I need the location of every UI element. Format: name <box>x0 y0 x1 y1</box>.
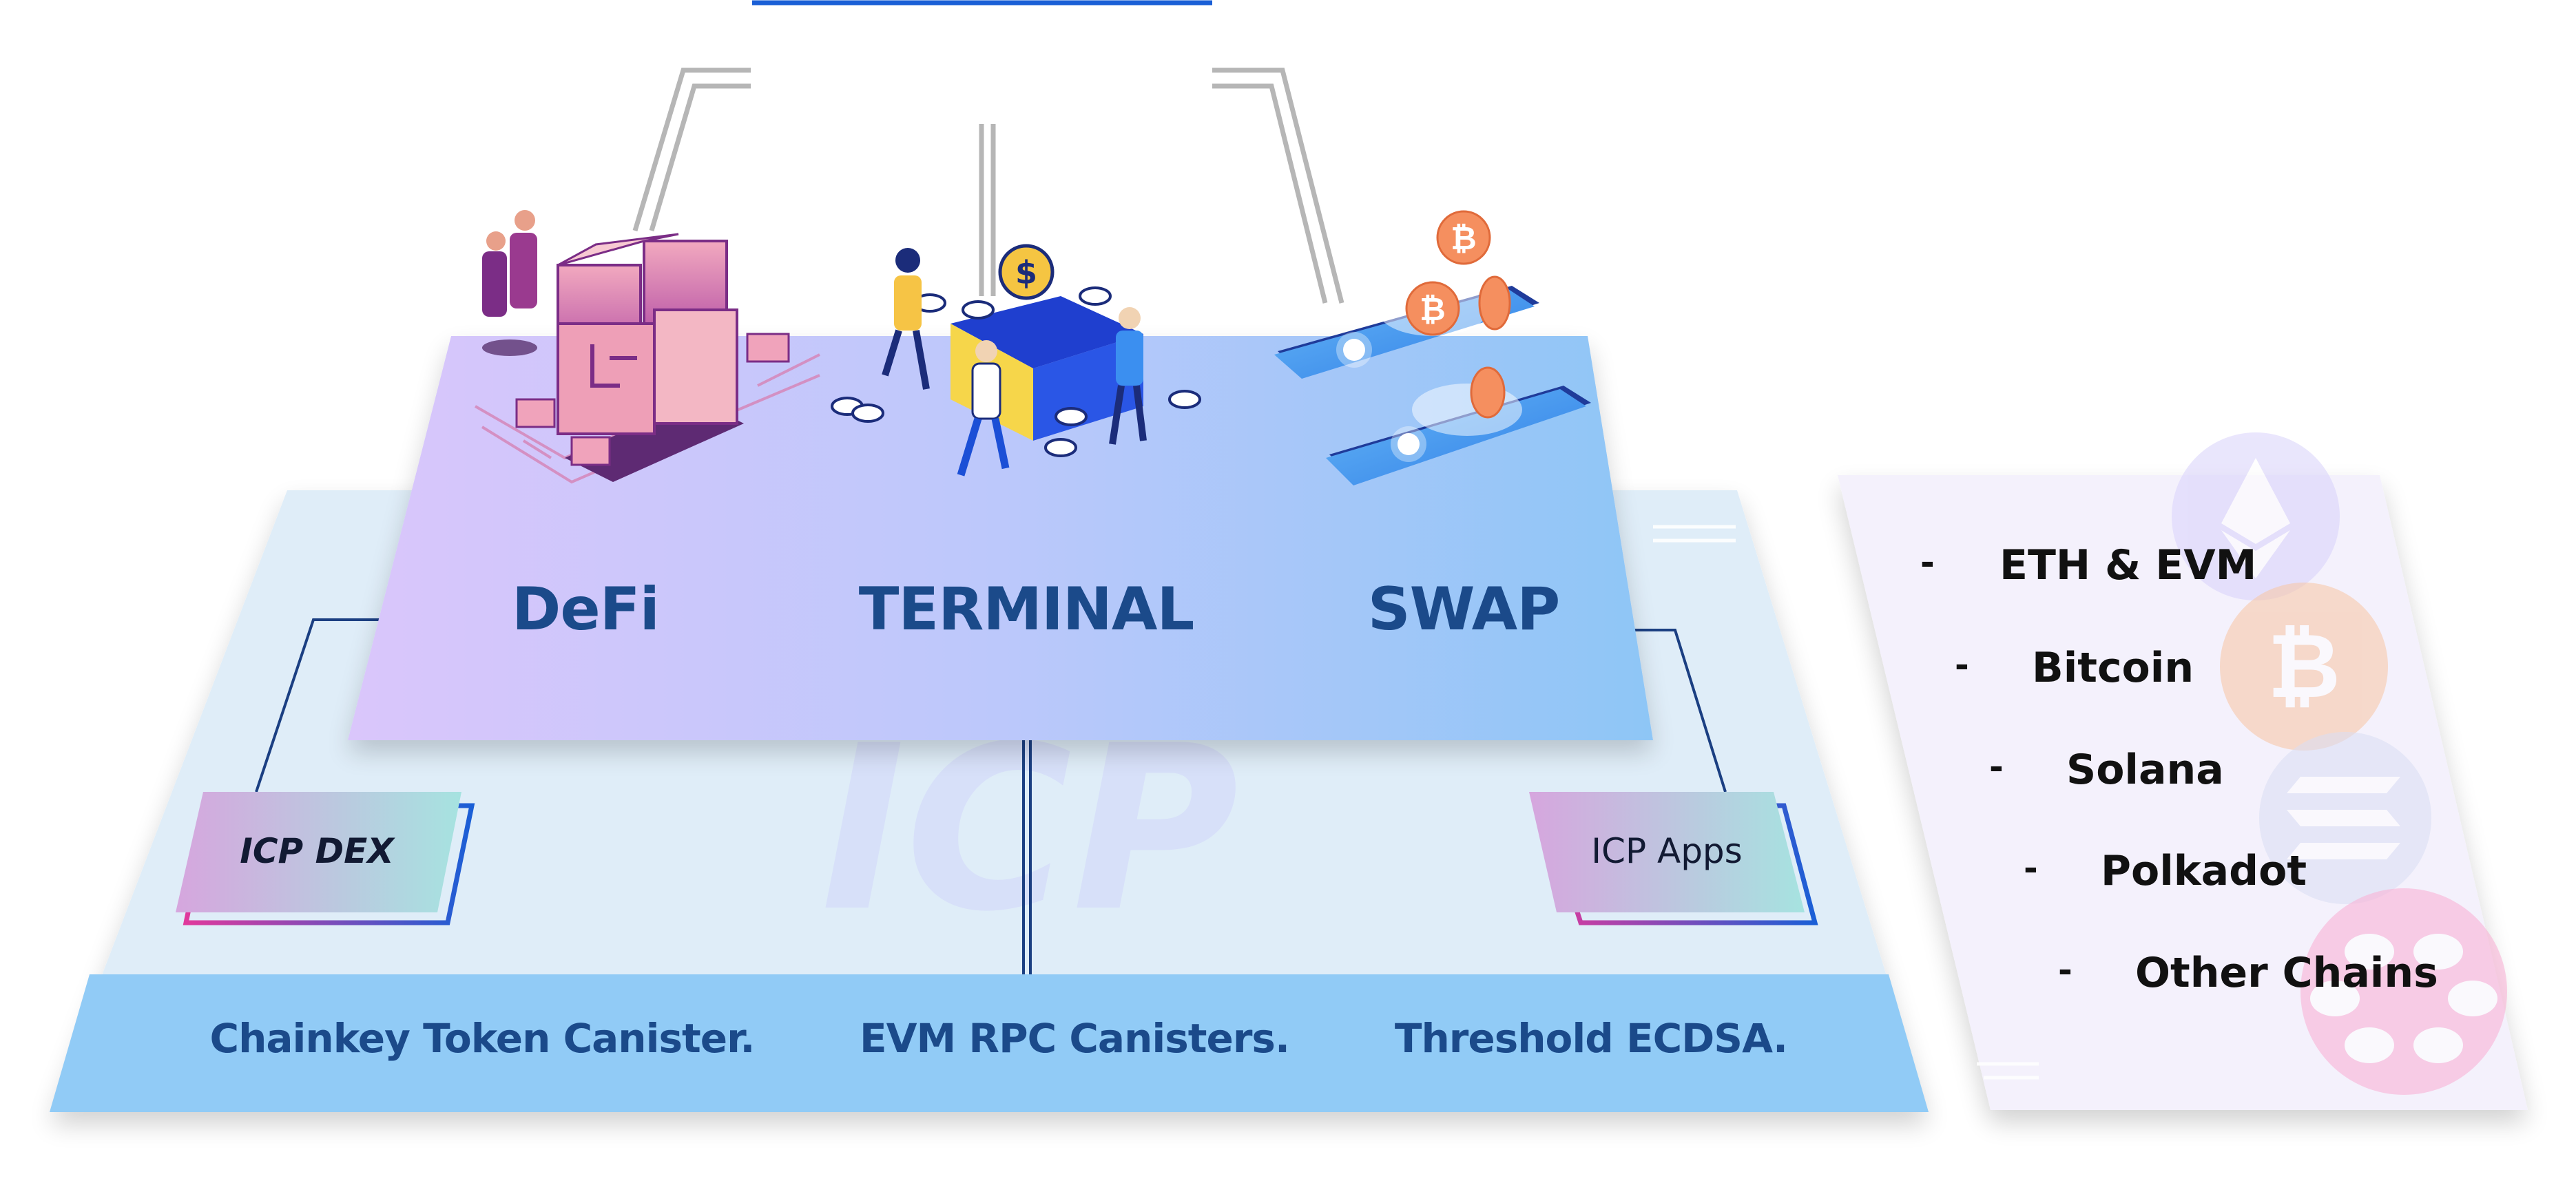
chain-dash: - <box>1955 645 1969 685</box>
polkadot-icon <box>2300 888 2507 1095</box>
pillar-label-terminal: TERMINAL <box>858 575 1195 644</box>
phones-bitcoin-icon: ₿ ₿ <box>1274 210 1591 485</box>
title-connectors <box>632 67 1344 304</box>
icp-apps-label: ICP Apps <box>1591 831 1743 871</box>
icp-dex-box <box>176 792 475 925</box>
chain-item-bitcoin: Bitcoin <box>2032 644 2194 692</box>
base-label-chainkey: Chainkey Token Canister. <box>209 1015 756 1062</box>
ethereum-icon <box>2172 432 2340 600</box>
svg-text:₿: ₿ <box>1451 220 1477 257</box>
chain-item-solana: Solana <box>2066 746 2224 794</box>
pillar-label-swap: SWAP <box>1367 575 1561 644</box>
chain-item-eth-evm: ETH & EVM <box>1999 541 2257 589</box>
chain-dash: - <box>1920 543 1935 583</box>
coins-people-icon: $ <box>831 244 1201 477</box>
chain-item-other-chains: Other Chains <box>2135 949 2438 997</box>
svg-text:₿: ₿ <box>1420 291 1446 328</box>
pillar-label-defi: DeFi <box>512 575 660 644</box>
base-label-evm-rpc: EVM RPC Canisters. <box>860 1015 1290 1062</box>
server-blocks-icon <box>475 210 820 484</box>
title-box <box>749 0 1215 126</box>
base-label-threshold-ecdsa: Threshold ECDSA. <box>1394 1015 1788 1062</box>
chain-dash: - <box>2058 950 2073 990</box>
svg-text:$: $ <box>1015 254 1037 291</box>
solana-icon <box>2259 732 2431 904</box>
chain-dash: - <box>2024 848 2038 888</box>
chain-dash: - <box>1989 747 2004 787</box>
side-connectors <box>255 618 1727 793</box>
svg-text:₿: ₿ <box>2267 614 2340 718</box>
center-connector <box>1022 737 1032 974</box>
icp-apps-box <box>1529 792 1818 925</box>
bitcoin-icon: ₿ <box>2220 583 2388 751</box>
icp-dex-label: ICP DEX <box>240 831 394 871</box>
chain-item-polkadot: Polkadot <box>2101 847 2307 895</box>
